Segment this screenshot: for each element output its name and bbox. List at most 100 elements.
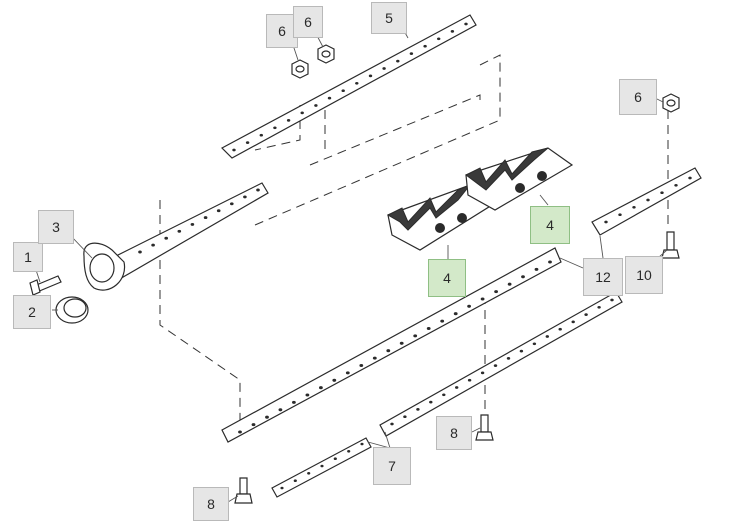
bolt-hole [256,188,260,192]
bolt-hole [442,393,446,397]
bolt-hole [138,250,142,254]
part-1-bolt [29,275,62,296]
bolt-hole [532,342,537,346]
callout-1: 1 [13,242,43,272]
bolt-hole [467,378,472,382]
bolt-hole [177,229,182,233]
bolt-hole [584,313,588,316]
bolt-hole [467,304,471,308]
bolt-hole [355,81,359,85]
part-6-nuts [291,44,680,113]
bolt-hole [151,243,155,247]
bolt-hole [416,408,420,411]
callout-5: 5 [371,2,407,34]
bolt-hole [307,472,311,475]
bolt-hole [273,126,277,130]
bolt-hole [521,275,525,279]
bolt-hole [327,96,332,100]
bolt-hole [251,423,256,427]
bolt-hole [305,393,310,397]
callout-2: 2 [13,295,51,329]
bolt-hole [345,371,350,375]
bolt-hole [506,357,511,360]
bolt-hole [390,422,394,426]
bolt-hole [347,450,351,453]
bolt-hole [480,297,485,301]
bolt-hole [426,326,431,331]
bolt-hole [300,111,304,115]
main-cutter-bar [221,247,562,443]
bolt-hole [216,209,221,213]
bolt-hole [413,334,418,338]
bolt-hole [480,371,485,375]
bolt-hole [278,408,283,412]
bolt-hole [396,59,400,63]
callout-4-left: 4 [428,259,466,297]
bolt-hole [610,298,614,302]
bolt-hole [423,44,427,48]
bolt-hole [403,415,407,419]
bolt-hole [604,220,608,224]
bolt-hole [464,22,468,26]
callout-3: 3 [38,210,74,244]
callout-6-left: 6 [266,14,298,48]
bolt-hole [534,267,539,271]
callout-8-right: 8 [436,416,472,450]
bolt-hole [450,30,455,33]
bolt-hole [409,52,414,55]
bolt-hole [646,198,650,202]
bolt-hole [341,89,345,93]
bolt-hole [332,378,337,382]
bolt-hole [359,363,364,368]
part-5-upper-strap [221,14,477,159]
part-7-lower-straps [271,291,623,498]
bolt-hole [674,183,678,187]
bolt-hole [372,356,377,360]
callout-6-right: 6 [619,79,657,115]
bolt-hole [519,349,524,353]
bolt-hole [437,37,441,41]
bolt-hole [571,320,575,324]
bolt-hole [293,479,297,482]
bolt-hole [632,205,636,209]
bolt-hole [203,216,208,220]
bolt-hole [660,191,664,195]
bolt-hole [548,260,552,264]
bolt-hole [545,335,549,338]
bolt-hole [382,67,386,70]
bolt-hole [238,430,242,434]
bolt-hole [440,319,445,323]
callout-8-bottom: 8 [193,487,229,521]
part-3-clamp-arm [83,182,269,291]
part-12-short-strap [591,167,702,236]
bolt-hole [453,312,458,316]
bolt-hole [232,148,236,152]
bolt-hole [245,141,250,144]
part-10-bolt [661,231,680,259]
bolt-hole [597,305,601,309]
bolt-hole [265,415,269,419]
bolt-hole [286,119,291,122]
bolt-hole [429,400,433,404]
bolt-hole [164,236,168,240]
bolt-hole [259,133,263,137]
bolt-hole [386,349,391,353]
bolt-hole [292,400,296,404]
callout-10: 10 [625,256,663,294]
bolt-hole [190,222,195,226]
part-4-knife-guards [386,147,574,251]
callout-12: 12 [583,258,623,296]
bolt-hole [399,341,404,345]
bolt-hole [333,457,337,460]
bolt-hole [455,386,459,389]
callout-6-middle: 6 [293,6,323,38]
bolt-hole [618,213,622,217]
bolt-hole [320,464,324,468]
bolt-hole [493,364,498,367]
bolt-hole [558,327,562,331]
bolt-hole [319,386,323,390]
bolt-hole [368,74,373,78]
bolt-hole [494,290,498,294]
